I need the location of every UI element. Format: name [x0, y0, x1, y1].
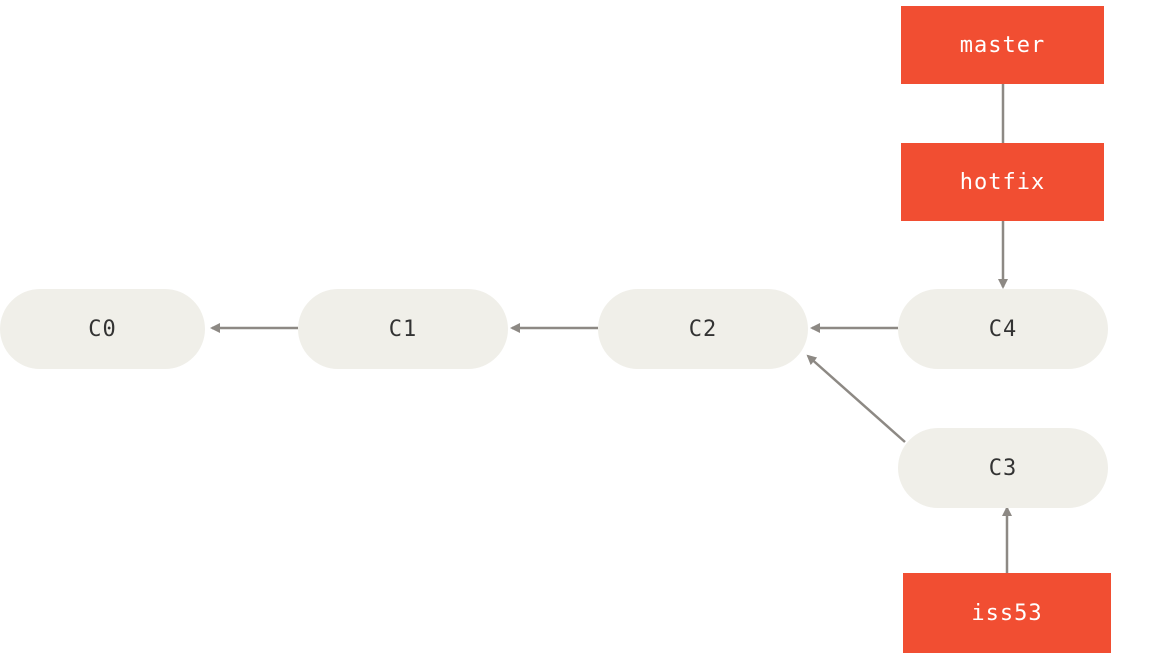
commit-label: C2: [688, 316, 718, 342]
commit-label: C4: [988, 316, 1018, 342]
branch-label: iss53: [971, 600, 1043, 626]
commit-c2: C2: [598, 289, 808, 369]
commit-c1: C1: [298, 289, 508, 369]
commit-c4: C4: [898, 289, 1108, 369]
branch-master: master: [901, 6, 1104, 84]
branch-iss53: iss53: [903, 573, 1111, 653]
commit-label: C0: [88, 316, 117, 342]
branch-label: hotfix: [959, 169, 1046, 195]
commit-label: C1: [388, 316, 418, 342]
commit-c0: C0: [0, 289, 205, 369]
branch-label: master: [959, 32, 1046, 58]
commit-c3: C3: [898, 428, 1108, 508]
commit-label: C3: [988, 455, 1018, 481]
edge-c3-to-c2: [806, 354, 906, 443]
branch-hotfix: hotfix: [901, 143, 1104, 221]
